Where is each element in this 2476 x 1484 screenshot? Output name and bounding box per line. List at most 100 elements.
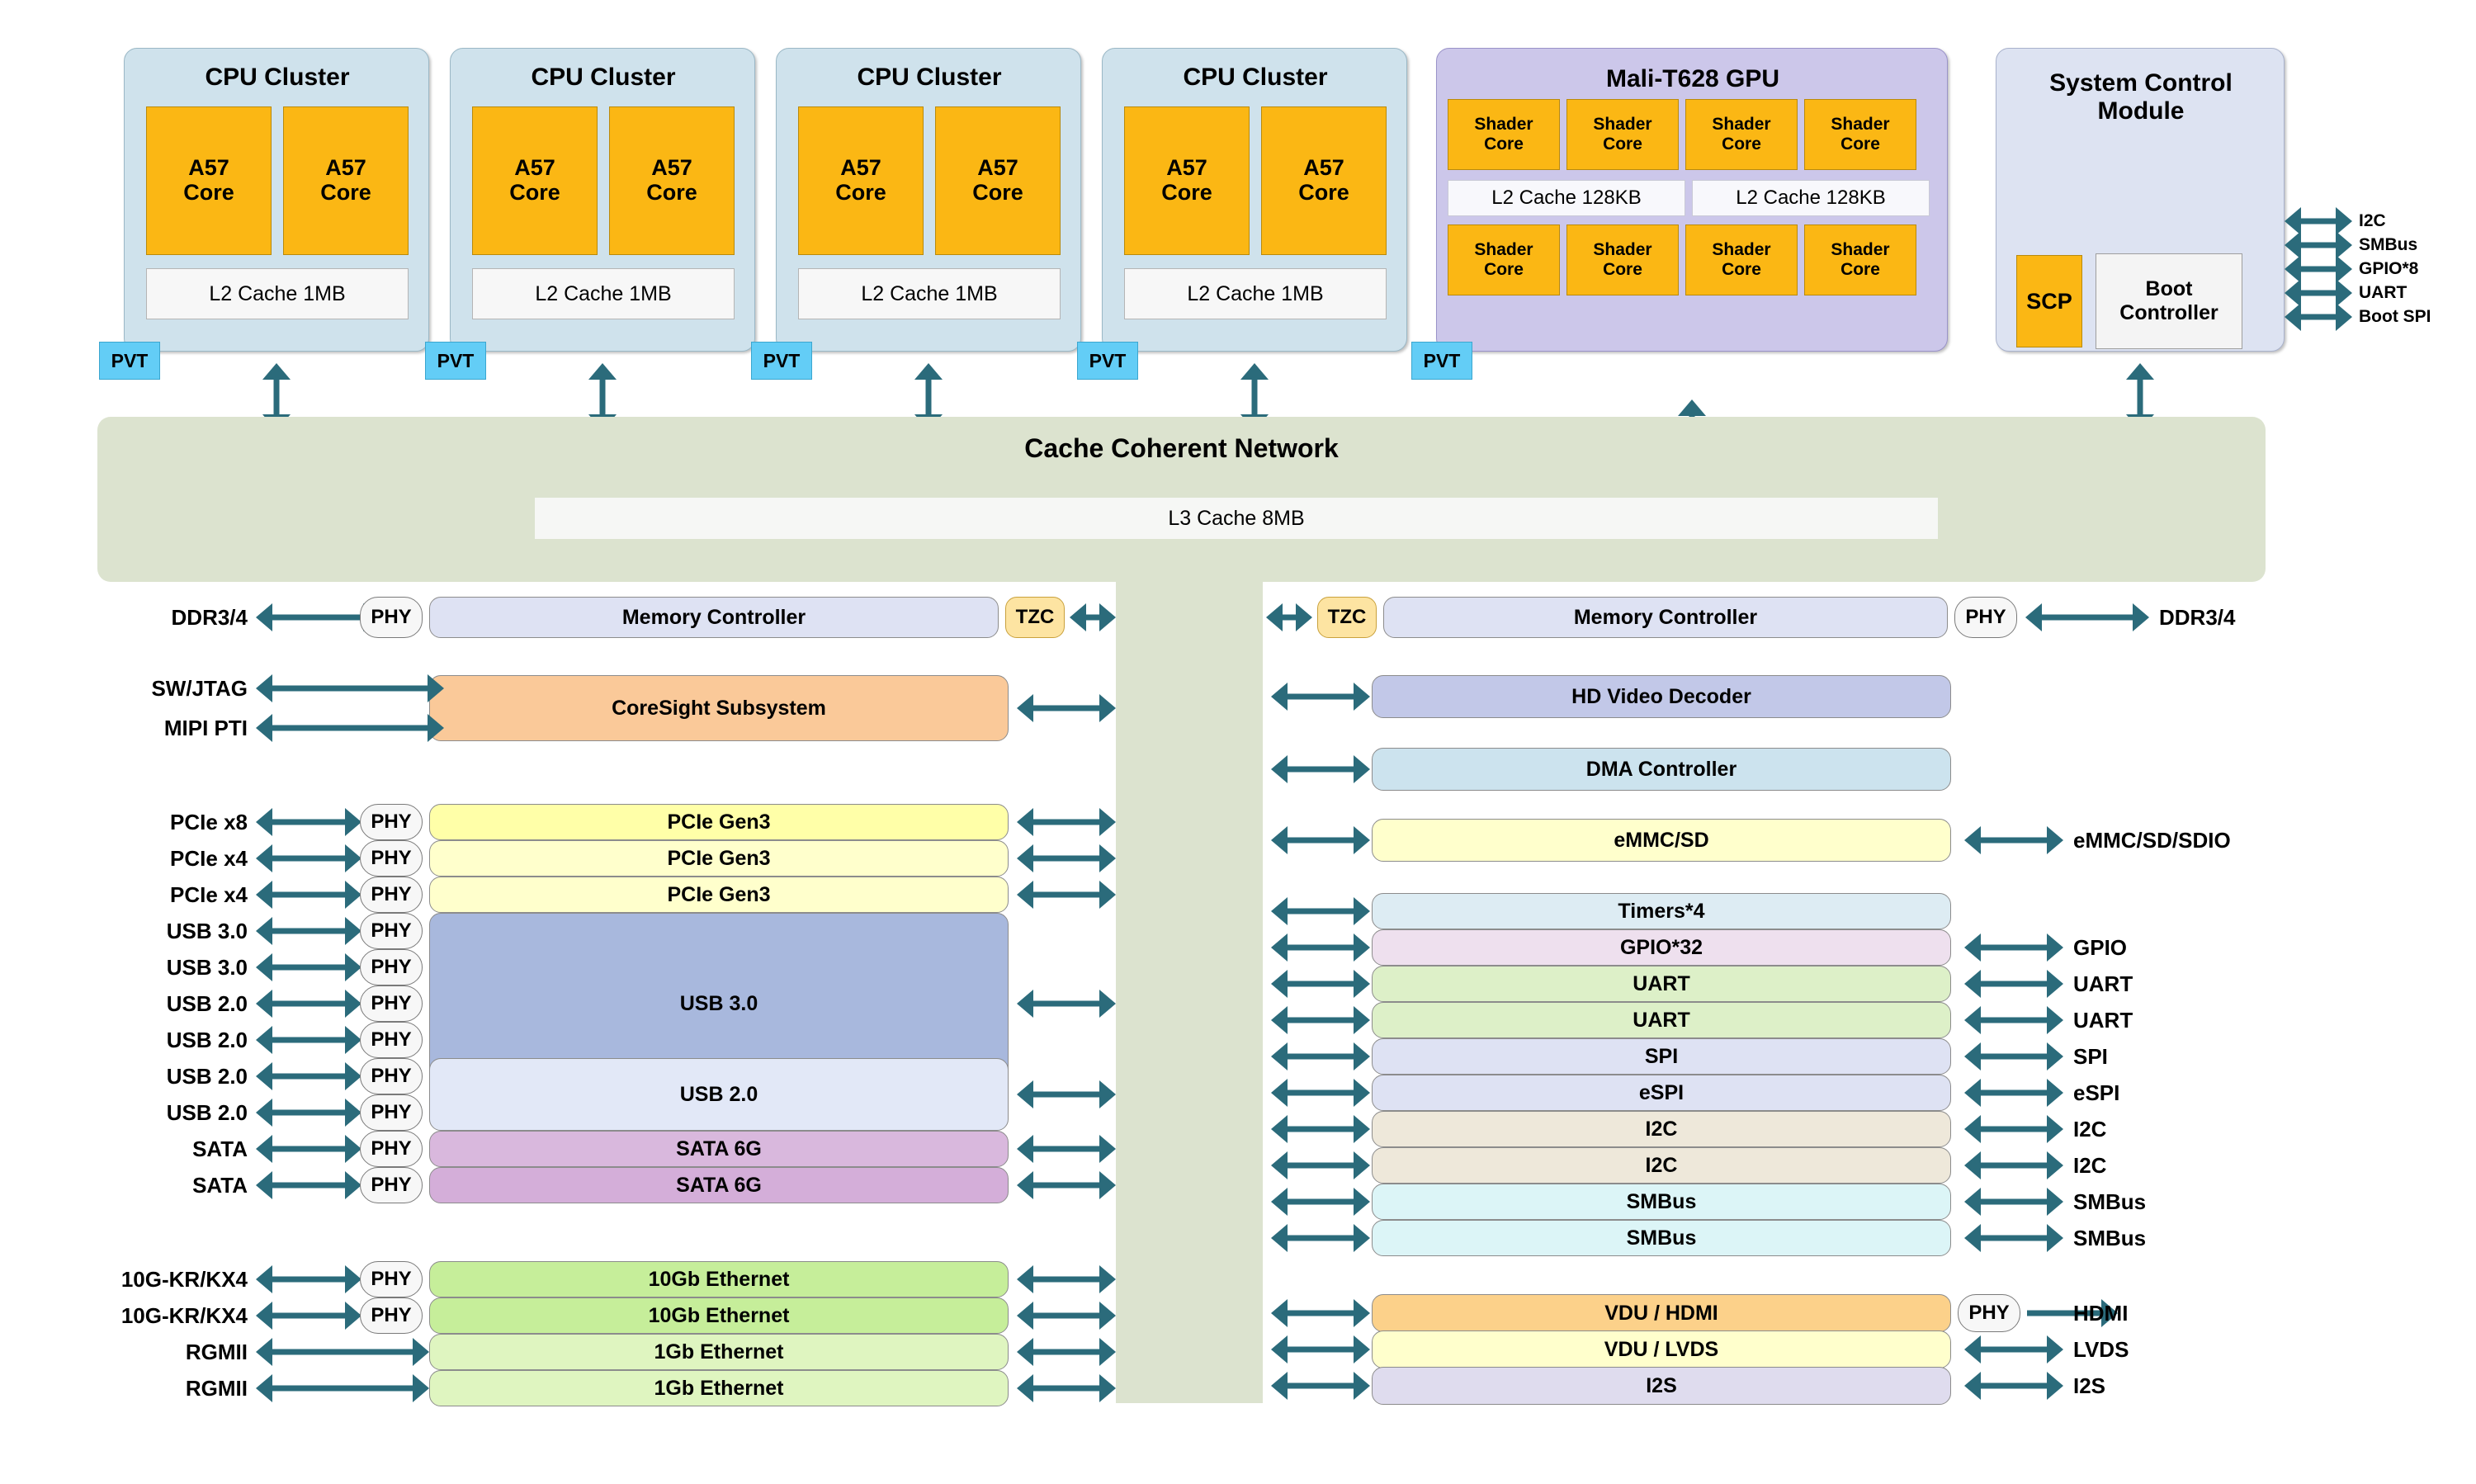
left-phy-8[interactable]: PHY	[360, 1094, 423, 1131]
ethernet-block-2[interactable]: 1Gb Ethernet	[429, 1334, 1009, 1370]
left-block-pcie-gen3-1[interactable]: PCIe Gen3	[429, 840, 1009, 877]
scm-io-arrow-0	[2285, 207, 2352, 235]
pvt-sensor-gpu[interactable]: PVT	[1411, 342, 1472, 380]
ethernet-signal-arrow-2	[256, 1338, 429, 1366]
right-block-dma-controller-1[interactable]: DMA Controller	[1372, 748, 1951, 791]
right-block-spi-7[interactable]: SPI	[1372, 1038, 1951, 1075]
left-signal-2: PCIe x4	[170, 881, 248, 907]
right-block-gpio-32-4[interactable]: GPIO*32	[1372, 929, 1951, 966]
right-block-emmc-sd-2[interactable]: eMMC/SD	[1372, 819, 1951, 862]
cluster-l2-cache: L2 Cache 1MB	[1124, 268, 1387, 319]
left-block-pcie-gen3-2[interactable]: PCIe Gen3	[429, 877, 1009, 913]
left-phy-3[interactable]: PHY	[360, 913, 423, 949]
boot-controller-block[interactable]: Boot Controller	[2096, 253, 2242, 349]
ethernet-signal-arrow-0	[256, 1265, 361, 1293]
scm-io-arrow-2	[2285, 255, 2352, 283]
left-phy-6[interactable]: PHY	[360, 1022, 423, 1058]
right-block-hd-video-decoder-0[interactable]: HD Video Decoder	[1372, 675, 1951, 718]
left-block-pcie-gen3-0[interactable]: PCIe Gen3	[429, 804, 1009, 840]
coresight-subsystem-block[interactable]: CoreSight Subsystem	[429, 675, 1009, 741]
system-control-module-block[interactable]: System Control Module SCP Boot Controlle…	[1996, 48, 2285, 352]
right-block-i2c-9[interactable]: I2C	[1372, 1111, 1951, 1147]
right-block-uart-6[interactable]: UART	[1372, 1002, 1951, 1038]
scm-io-label-uart: UART	[2359, 283, 2407, 302]
ethernet-block-0[interactable]: 10Gb Ethernet	[429, 1261, 1009, 1297]
ethernet-block-1[interactable]: 10Gb Ethernet	[429, 1297, 1009, 1334]
right-signal-uart-6: UART	[2073, 1007, 2133, 1033]
right-signal-arrow-15	[1964, 1372, 2063, 1400]
pvt-sensor-2[interactable]: PVT	[751, 342, 812, 380]
tzc-right[interactable]: TZC	[1317, 597, 1377, 638]
ethernet-block-2-to-spine-arrow	[1017, 1338, 1116, 1366]
right-block-0-from-spine-arrow	[1271, 683, 1370, 711]
right-block-smbus-12[interactable]: SMBus	[1372, 1220, 1951, 1256]
pvt-sensor-1[interactable]: PVT	[425, 342, 486, 380]
left-phy-0[interactable]: PHY	[360, 804, 423, 840]
memory-controller-right[interactable]: Memory Controller	[1383, 597, 1948, 638]
ethernet-phy-0[interactable]: PHY	[360, 1261, 423, 1297]
ethernet-phy-1[interactable]: PHY	[360, 1297, 423, 1334]
ethernet-block-0-to-spine-arrow	[1017, 1265, 1116, 1293]
tzc-right-to-spine-arrow	[1266, 603, 1312, 631]
ddr-left-phy[interactable]: PHY	[360, 597, 423, 638]
scp-block[interactable]: SCP	[2016, 255, 2082, 347]
right-block-6-from-spine-arrow	[1271, 1006, 1370, 1034]
left-phy-10[interactable]: PHY	[360, 1167, 423, 1203]
cache-coherent-network-block[interactable]: Cache Coherent Network L3 Cache 8MB	[97, 417, 2266, 582]
right-block-timers-4-3[interactable]: Timers*4	[1372, 893, 1951, 929]
ddr-right-phy[interactable]: PHY	[1954, 597, 2017, 638]
right-block-vdu-lvds-14[interactable]: VDU / LVDS	[1372, 1330, 1951, 1368]
tzc-left[interactable]: TZC	[1005, 597, 1065, 638]
memory-controller-left[interactable]: Memory Controller	[429, 597, 999, 638]
right-signal-arrow-9	[1964, 1115, 2063, 1143]
right-block-9-from-spine-arrow	[1271, 1115, 1370, 1143]
left-phy-1[interactable]: PHY	[360, 840, 423, 877]
left-signal-arrow-0	[256, 808, 361, 836]
right-signal-arrow-11	[1964, 1188, 2063, 1216]
right-block-i2c-10[interactable]: I2C	[1372, 1147, 1951, 1184]
left-block-usb-2-0-7[interactable]: USB 2.0	[429, 1058, 1009, 1131]
left-phy-9[interactable]: PHY	[360, 1131, 423, 1167]
ccn-vertical-spine	[1116, 582, 1263, 1403]
right-block-2-from-spine-arrow	[1271, 826, 1370, 854]
left-block-sata-6g-10[interactable]: SATA 6G	[429, 1167, 1009, 1203]
left-phy-4[interactable]: PHY	[360, 949, 423, 985]
right-block-smbus-11[interactable]: SMBus	[1372, 1184, 1951, 1220]
left-phy-7[interactable]: PHY	[360, 1058, 423, 1094]
left-block-sata-6g-9[interactable]: SATA 6G	[429, 1131, 1009, 1167]
right-block-uart-5[interactable]: UART	[1372, 966, 1951, 1002]
ethernet-block-3[interactable]: 1Gb Ethernet	[429, 1370, 1009, 1406]
pvt-sensor-3[interactable]: PVT	[1077, 342, 1138, 380]
scm-io-label-smbus: SMBus	[2359, 235, 2418, 254]
left-phy-2[interactable]: PHY	[360, 877, 423, 913]
right-phy-13[interactable]: PHY	[1958, 1294, 2020, 1332]
right-block-vdu-hdmi-13[interactable]: VDU / HDMI	[1372, 1294, 1951, 1332]
left-phy-5[interactable]: PHY	[360, 985, 423, 1022]
right-block-espi-8[interactable]: eSPI	[1372, 1075, 1951, 1111]
right-signal-gpio-4: GPIO	[2073, 934, 2128, 960]
left-block-0-to-spine-arrow	[1017, 808, 1116, 836]
pvt-sensor-0[interactable]: PVT	[99, 342, 160, 380]
right-block-i2s-15[interactable]: I2S	[1372, 1367, 1951, 1405]
coresight-signal-0: SW/JTAG	[151, 675, 248, 701]
